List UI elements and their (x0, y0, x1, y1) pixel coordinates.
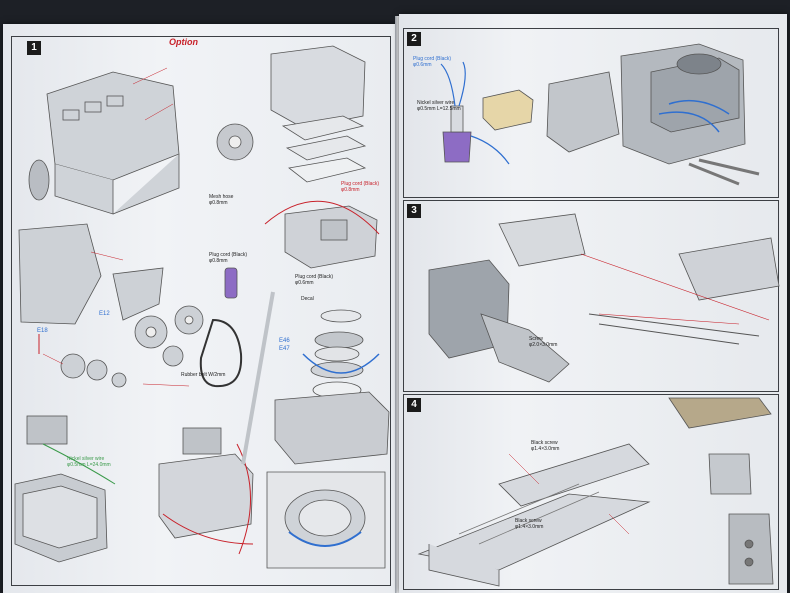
step-2-frame (403, 28, 779, 198)
fuel-tank-drawing (14, 415, 108, 563)
option-label: Option (169, 37, 198, 47)
pedal-assembly-drawing (668, 397, 774, 585)
mesh-hose-label: Mesh hose φ0.8mm (209, 194, 233, 206)
screw-text: Screw (529, 336, 543, 342)
e12-label: E12 (99, 311, 110, 317)
right-page: 2 3 4 (399, 14, 787, 593)
left-page: 1 Option (3, 24, 397, 593)
mesh-hose-text: Mesh hose (209, 194, 234, 200)
step-3-frame (403, 200, 779, 392)
step-4-leaders (508, 453, 630, 535)
plug-cord-size-2: φ0.8mm (209, 258, 228, 264)
plug-cord-size-1: φ0.8mm (341, 187, 360, 193)
plug-cord-label-3: Plug cord (Black) φ0.6mm (295, 274, 333, 286)
plug-cord-text-3: Plug cord (Black) (295, 274, 334, 280)
transmission-drawing (428, 213, 780, 383)
carburetor-drawing (224, 205, 378, 299)
air-cleaner-drawing (274, 309, 390, 465)
plug-cord-label-2: Plug cord (Black) φ0.8mm (209, 252, 247, 264)
guide-arrow (241, 291, 275, 465)
air-cleaner-base-drawing (266, 471, 386, 569)
plug-cord-text-right: Plug cord (Black) (413, 56, 452, 62)
nickel-silver-wire-size-right: φ0.5mm L=12.5mm (417, 106, 461, 112)
black-screw-size-1: φ1.4×3.0mm (531, 446, 560, 452)
mesh-hose-size: φ0.8mm (209, 200, 228, 206)
nickel-silver-wire-text-left: Nickel silver wire (67, 456, 105, 462)
step-1-badge: 1 (27, 41, 41, 55)
plug-cord-label-1: Plug cord (Black) φ0.8mm (341, 181, 379, 193)
book-gutter (395, 16, 401, 593)
rubber-belt-label: Rubber belt W/2mm (181, 372, 226, 378)
black-screw-text-2: Black screw (515, 518, 542, 524)
cylinder-head-drawing (216, 45, 367, 183)
decal-label: Decal (301, 296, 314, 302)
engine-assembly-step2 (546, 43, 760, 186)
plug-cord-wires (38, 200, 380, 555)
plug-cord-size-3: φ0.6mm (295, 280, 314, 286)
engine-block-drawing (28, 71, 180, 215)
callout-leaders (42, 67, 190, 387)
step-4-badge: 4 (407, 398, 421, 412)
plug-cord-text-2: Plug cord (Black) (209, 252, 248, 258)
distributor-drawing (442, 105, 472, 163)
nickel-silver-wire-size-left: φ0.5mm L=24.0mm (67, 462, 111, 468)
plug-cord-size-right: φ0.6mm (413, 62, 432, 68)
timing-cover-drawing (18, 223, 204, 388)
screw-label: Screw φ2.0×3.0mm (529, 336, 557, 348)
e47-label: E47 (279, 346, 290, 352)
step-3-leaders (580, 253, 770, 325)
step-4-frame (403, 394, 779, 590)
rubber-belt-drawing (199, 318, 243, 388)
plug-cord-text-1: Plug cord (Black) (341, 181, 380, 187)
steps-2-4-diagram (417, 43, 780, 587)
engine-plug-cords (658, 99, 730, 133)
plug-cords-blue (440, 61, 510, 165)
black-screw-size-2: φ1.4×3.0mm (515, 524, 544, 530)
step-3-badge: 3 (407, 204, 421, 218)
plug-cord-label-right: Plug cord (Black) φ0.6mm (413, 56, 451, 68)
black-screw-label-1: Black screw φ1.4×3.0mm (531, 440, 559, 452)
step-1-diagram (14, 45, 390, 569)
intake-manifold-drawing (158, 427, 254, 539)
linkage-rods (588, 313, 760, 345)
nickel-silver-wire-label-left: Nickel silver wire φ0.5mm L=24.0mm (67, 456, 111, 468)
nickel-silver-wire-label-right: Nickel silver wire φ0.5mm L=12.5mm (417, 100, 461, 112)
chassis-frame-drawing (417, 443, 651, 587)
screw-size: φ2.0×3.0mm (529, 342, 558, 348)
nickel-silver-wire-line (42, 443, 116, 485)
decal-arc (302, 353, 380, 374)
e46-label: E46 (279, 338, 290, 344)
nickel-silver-wire-text-right: Nickel silver wire (417, 100, 455, 106)
step-2-badge: 2 (407, 32, 421, 46)
coil-drawing (482, 89, 534, 131)
black-screw-label-2: Black screw φ1.4×3.0mm (515, 518, 543, 530)
e18-label: E18 (37, 328, 48, 334)
black-screw-text-1: Black screw (531, 440, 558, 446)
step-1-frame (11, 36, 391, 586)
